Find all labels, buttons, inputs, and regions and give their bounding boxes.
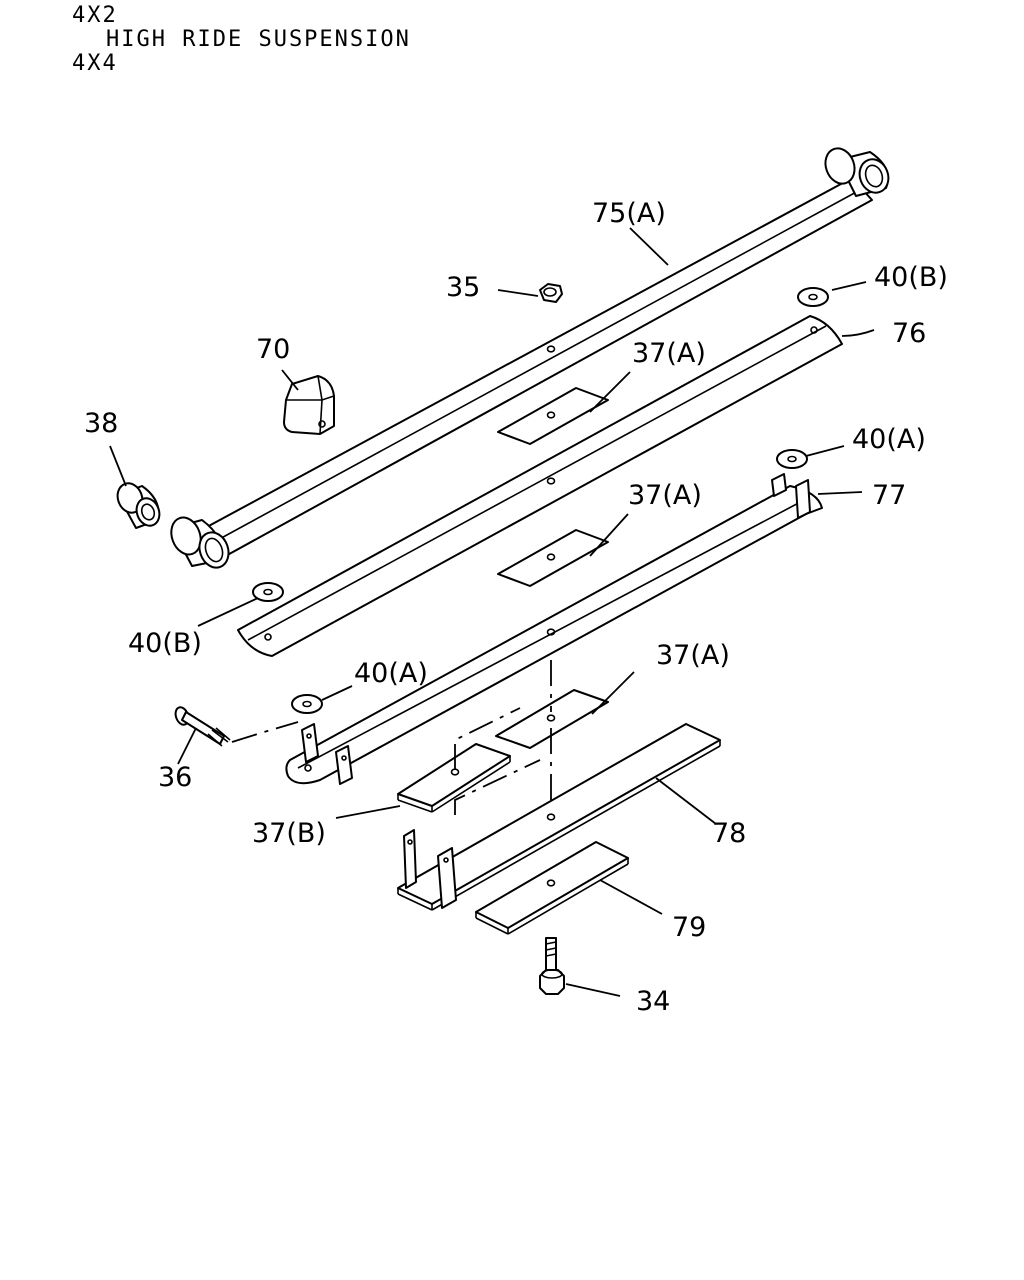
callout-35: 35 (446, 272, 480, 303)
part-79-plate (475, 841, 629, 935)
callout-75a: 75(A) (592, 198, 666, 229)
callout-37b: 37(B) (252, 818, 326, 849)
header-line-suspension: HIGH RIDE SUSPENSION (106, 27, 411, 52)
part-40a-bottom-washer (291, 694, 323, 714)
header-line-4x2: 4X2 (72, 3, 118, 28)
part-34-bolt (539, 937, 565, 995)
leader-lines (109, 227, 875, 997)
callout-37a-2: 37(A) (628, 480, 702, 511)
diagram-header: 4X2 HIGH RIDE SUSPENSION 4X4 (72, 4, 411, 76)
callout-34: 34 (636, 986, 670, 1017)
part-38-bushing (116, 482, 161, 529)
callout-40b-bottom: 40(B) (128, 628, 202, 659)
callout-37a-1: 37(A) (632, 338, 706, 369)
part-37b-spacer (397, 743, 511, 813)
part-40a-top-washer (776, 449, 808, 469)
callout-79: 79 (672, 912, 706, 943)
centerline-3 (454, 759, 541, 815)
part-77-leaf (285, 473, 823, 785)
part-70-bump-stop (283, 375, 335, 435)
callout-78: 78 (712, 818, 746, 849)
callout-36: 36 (158, 762, 192, 793)
callout-38: 38 (84, 408, 118, 439)
part-35-nut (539, 283, 563, 303)
callout-40a-top: 40(A) (852, 424, 926, 455)
part-37a-spacer-2 (497, 529, 609, 587)
callout-37a-3: 37(A) (656, 640, 730, 671)
part-40b-bottom-washer (252, 582, 284, 602)
header-line-4x4: 4X4 (72, 51, 118, 76)
callout-77: 77 (872, 480, 906, 511)
part-37a-spacer-1 (497, 387, 609, 445)
part-75a-main-leaf (170, 147, 890, 569)
part-78-seat (397, 723, 721, 911)
callout-40a-bottom: 40(A) (354, 658, 428, 689)
part-40b-top-washer (797, 287, 829, 307)
callout-70: 70 (256, 334, 290, 365)
part-36-bolt (174, 706, 299, 747)
part-76-leaf (237, 315, 843, 657)
part-37a-spacer-3 (495, 689, 609, 749)
centerline-2 (454, 707, 521, 770)
callout-40b-top: 40(B) (874, 262, 948, 293)
callout-76: 76 (892, 318, 926, 349)
